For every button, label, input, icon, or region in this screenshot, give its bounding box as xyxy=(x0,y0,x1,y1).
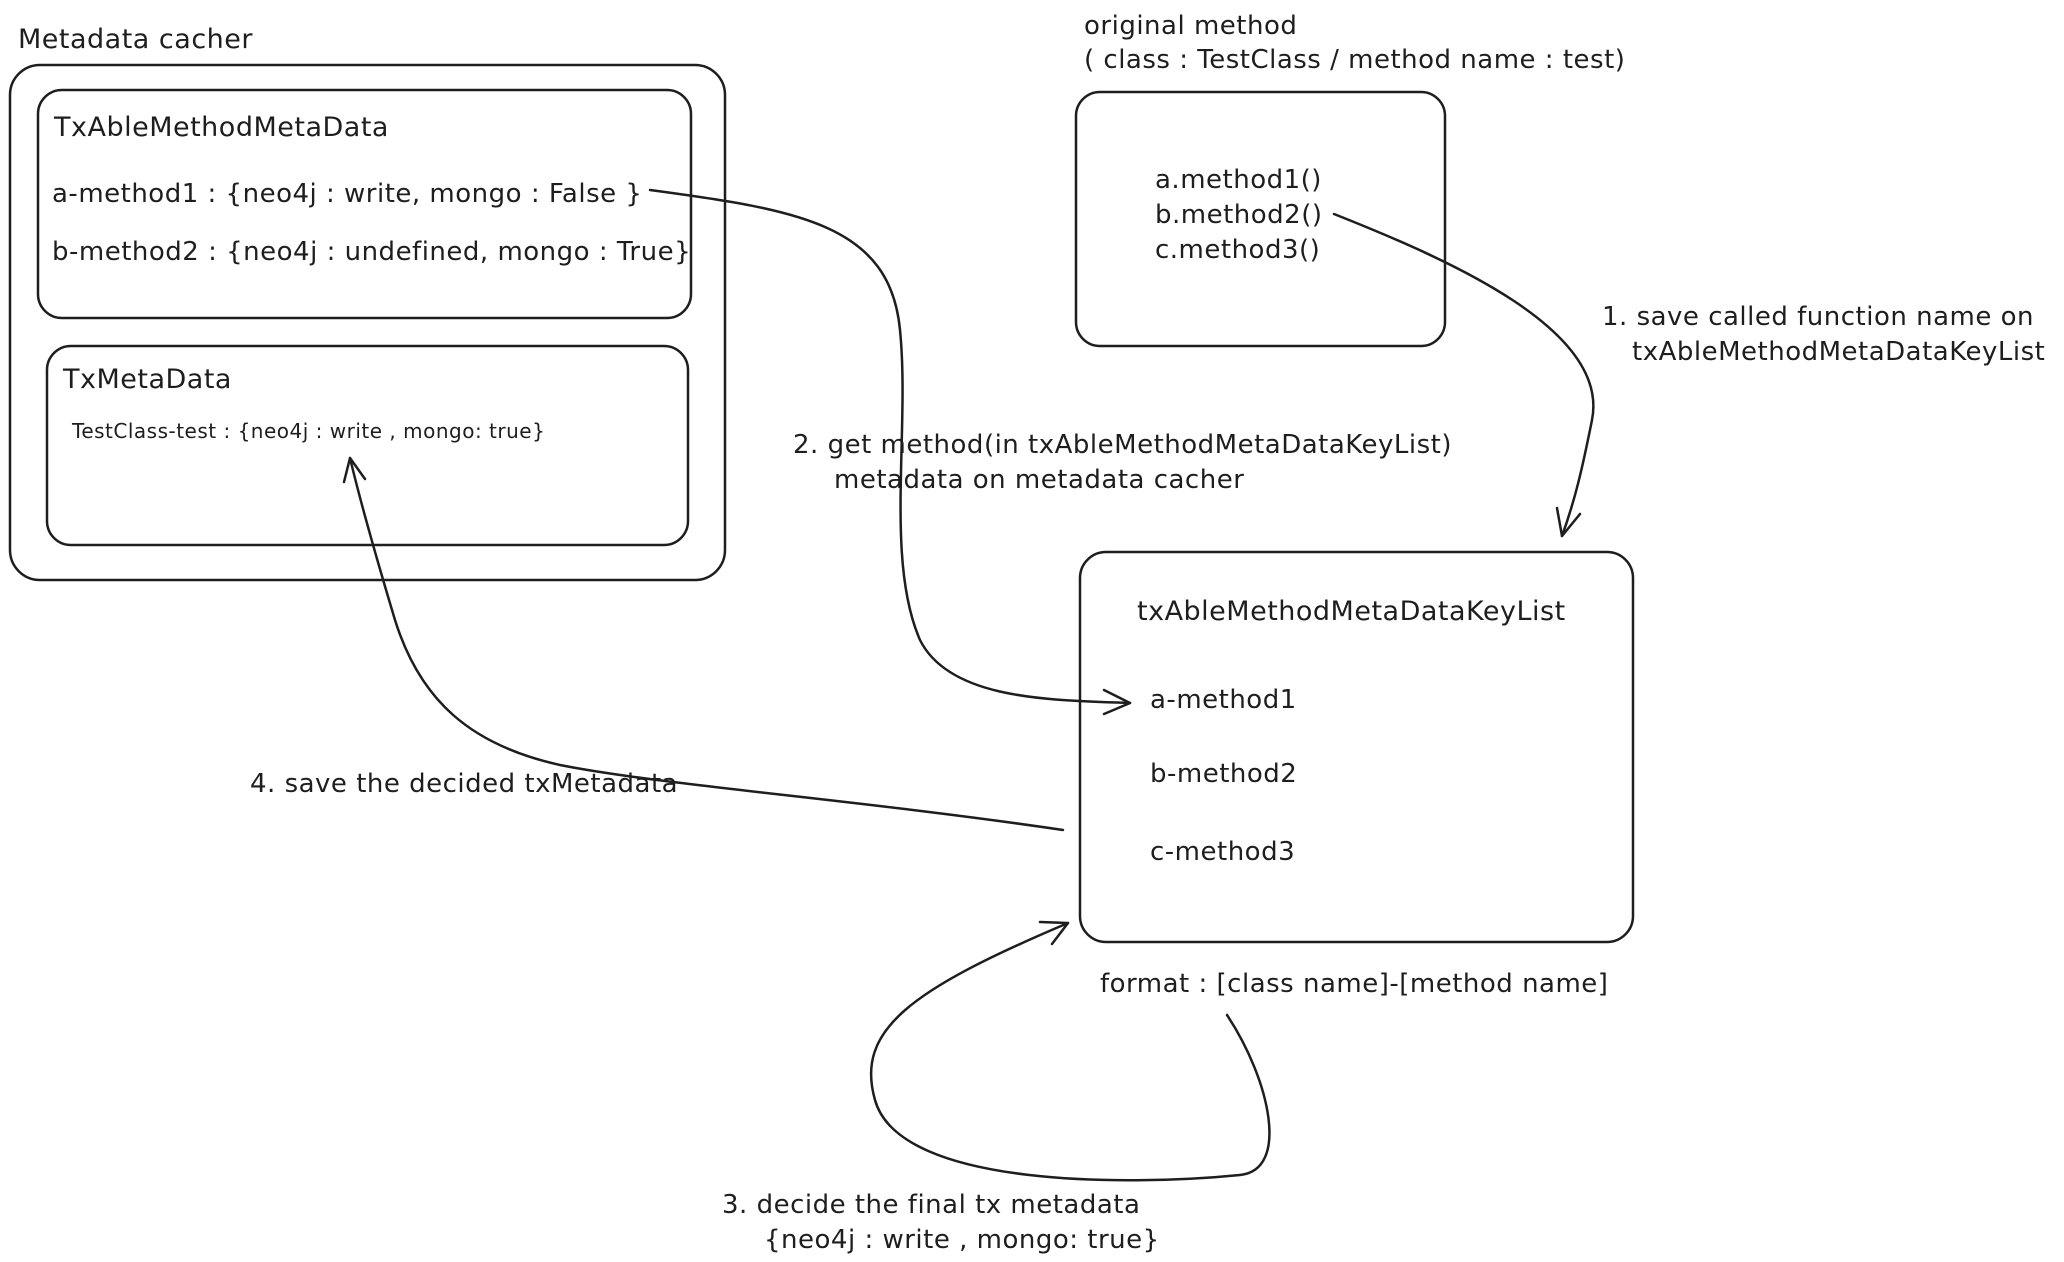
tx-metadata-item: TestClass-test : {neo4j : write , mongo:… xyxy=(72,419,546,443)
key-list-title: txAbleMethodMetaDataKeyList xyxy=(1137,596,1566,627)
tx-metadata-box xyxy=(45,344,690,547)
txable-item-a-method1: a-method1 : {neo4j : write, mongo : Fals… xyxy=(52,179,643,209)
key-item-c-method3: c-method3 xyxy=(1150,837,1296,867)
step-1-label-line-2: txAbleMethodMetaDataKeyList xyxy=(1632,337,2046,367)
key-item-b-method2: b-method2 xyxy=(1150,759,1298,789)
arrow-step-2-head xyxy=(1102,688,1132,716)
original-method-box xyxy=(1074,90,1447,348)
arrow-step-1-head xyxy=(1555,506,1582,538)
arrow-step-3-head xyxy=(1038,920,1070,946)
arrow-step-3 xyxy=(869,921,1271,1182)
metadata-cacher-box xyxy=(8,63,727,582)
key-list-box xyxy=(1078,550,1635,944)
key-list-format: format : [class name]-[method name] xyxy=(1100,969,1609,999)
tx-metadata-title: TxMetaData xyxy=(63,364,232,395)
txable-metadata-box xyxy=(36,88,693,320)
arrow-step-1 xyxy=(1332,212,1595,538)
call-b-method2: b.method2() xyxy=(1155,200,1323,230)
step-1-label-line-1: 1. save called function name on xyxy=(1602,302,2034,332)
original-method-title: original method xyxy=(1084,11,1298,41)
step-2-label-line-1: 2. get method(in txAbleMethodMetaDataKey… xyxy=(793,430,1453,460)
metadata-cacher-title: Metadata cacher xyxy=(18,24,253,55)
original-method-subtitle: ( class : TestClass / method name : test… xyxy=(1084,45,1626,75)
call-a-method1: a.method1() xyxy=(1155,165,1322,195)
arrow-step-4-head xyxy=(342,456,367,484)
txable-item-b-method2: b-method2 : {neo4j : undefined, mongo : … xyxy=(52,237,692,267)
step-4-label: 4. save the decided txMetadata xyxy=(250,769,679,799)
step-2-label-line-2: metadata on metadata cacher xyxy=(834,465,1245,495)
arrow-step-4 xyxy=(348,456,1065,832)
step-3-label-line-2: {neo4j : write , mongo: true} xyxy=(764,1225,1160,1255)
arrow-step-2 xyxy=(648,188,1132,705)
txable-metadata-title: TxAbleMethodMetaData xyxy=(54,112,389,143)
step-3-label-line-1: 3. decide the final tx metadata xyxy=(722,1190,1141,1220)
call-c-method3: c.method3() xyxy=(1155,235,1321,265)
key-item-a-method1: a-method1 xyxy=(1150,685,1297,715)
